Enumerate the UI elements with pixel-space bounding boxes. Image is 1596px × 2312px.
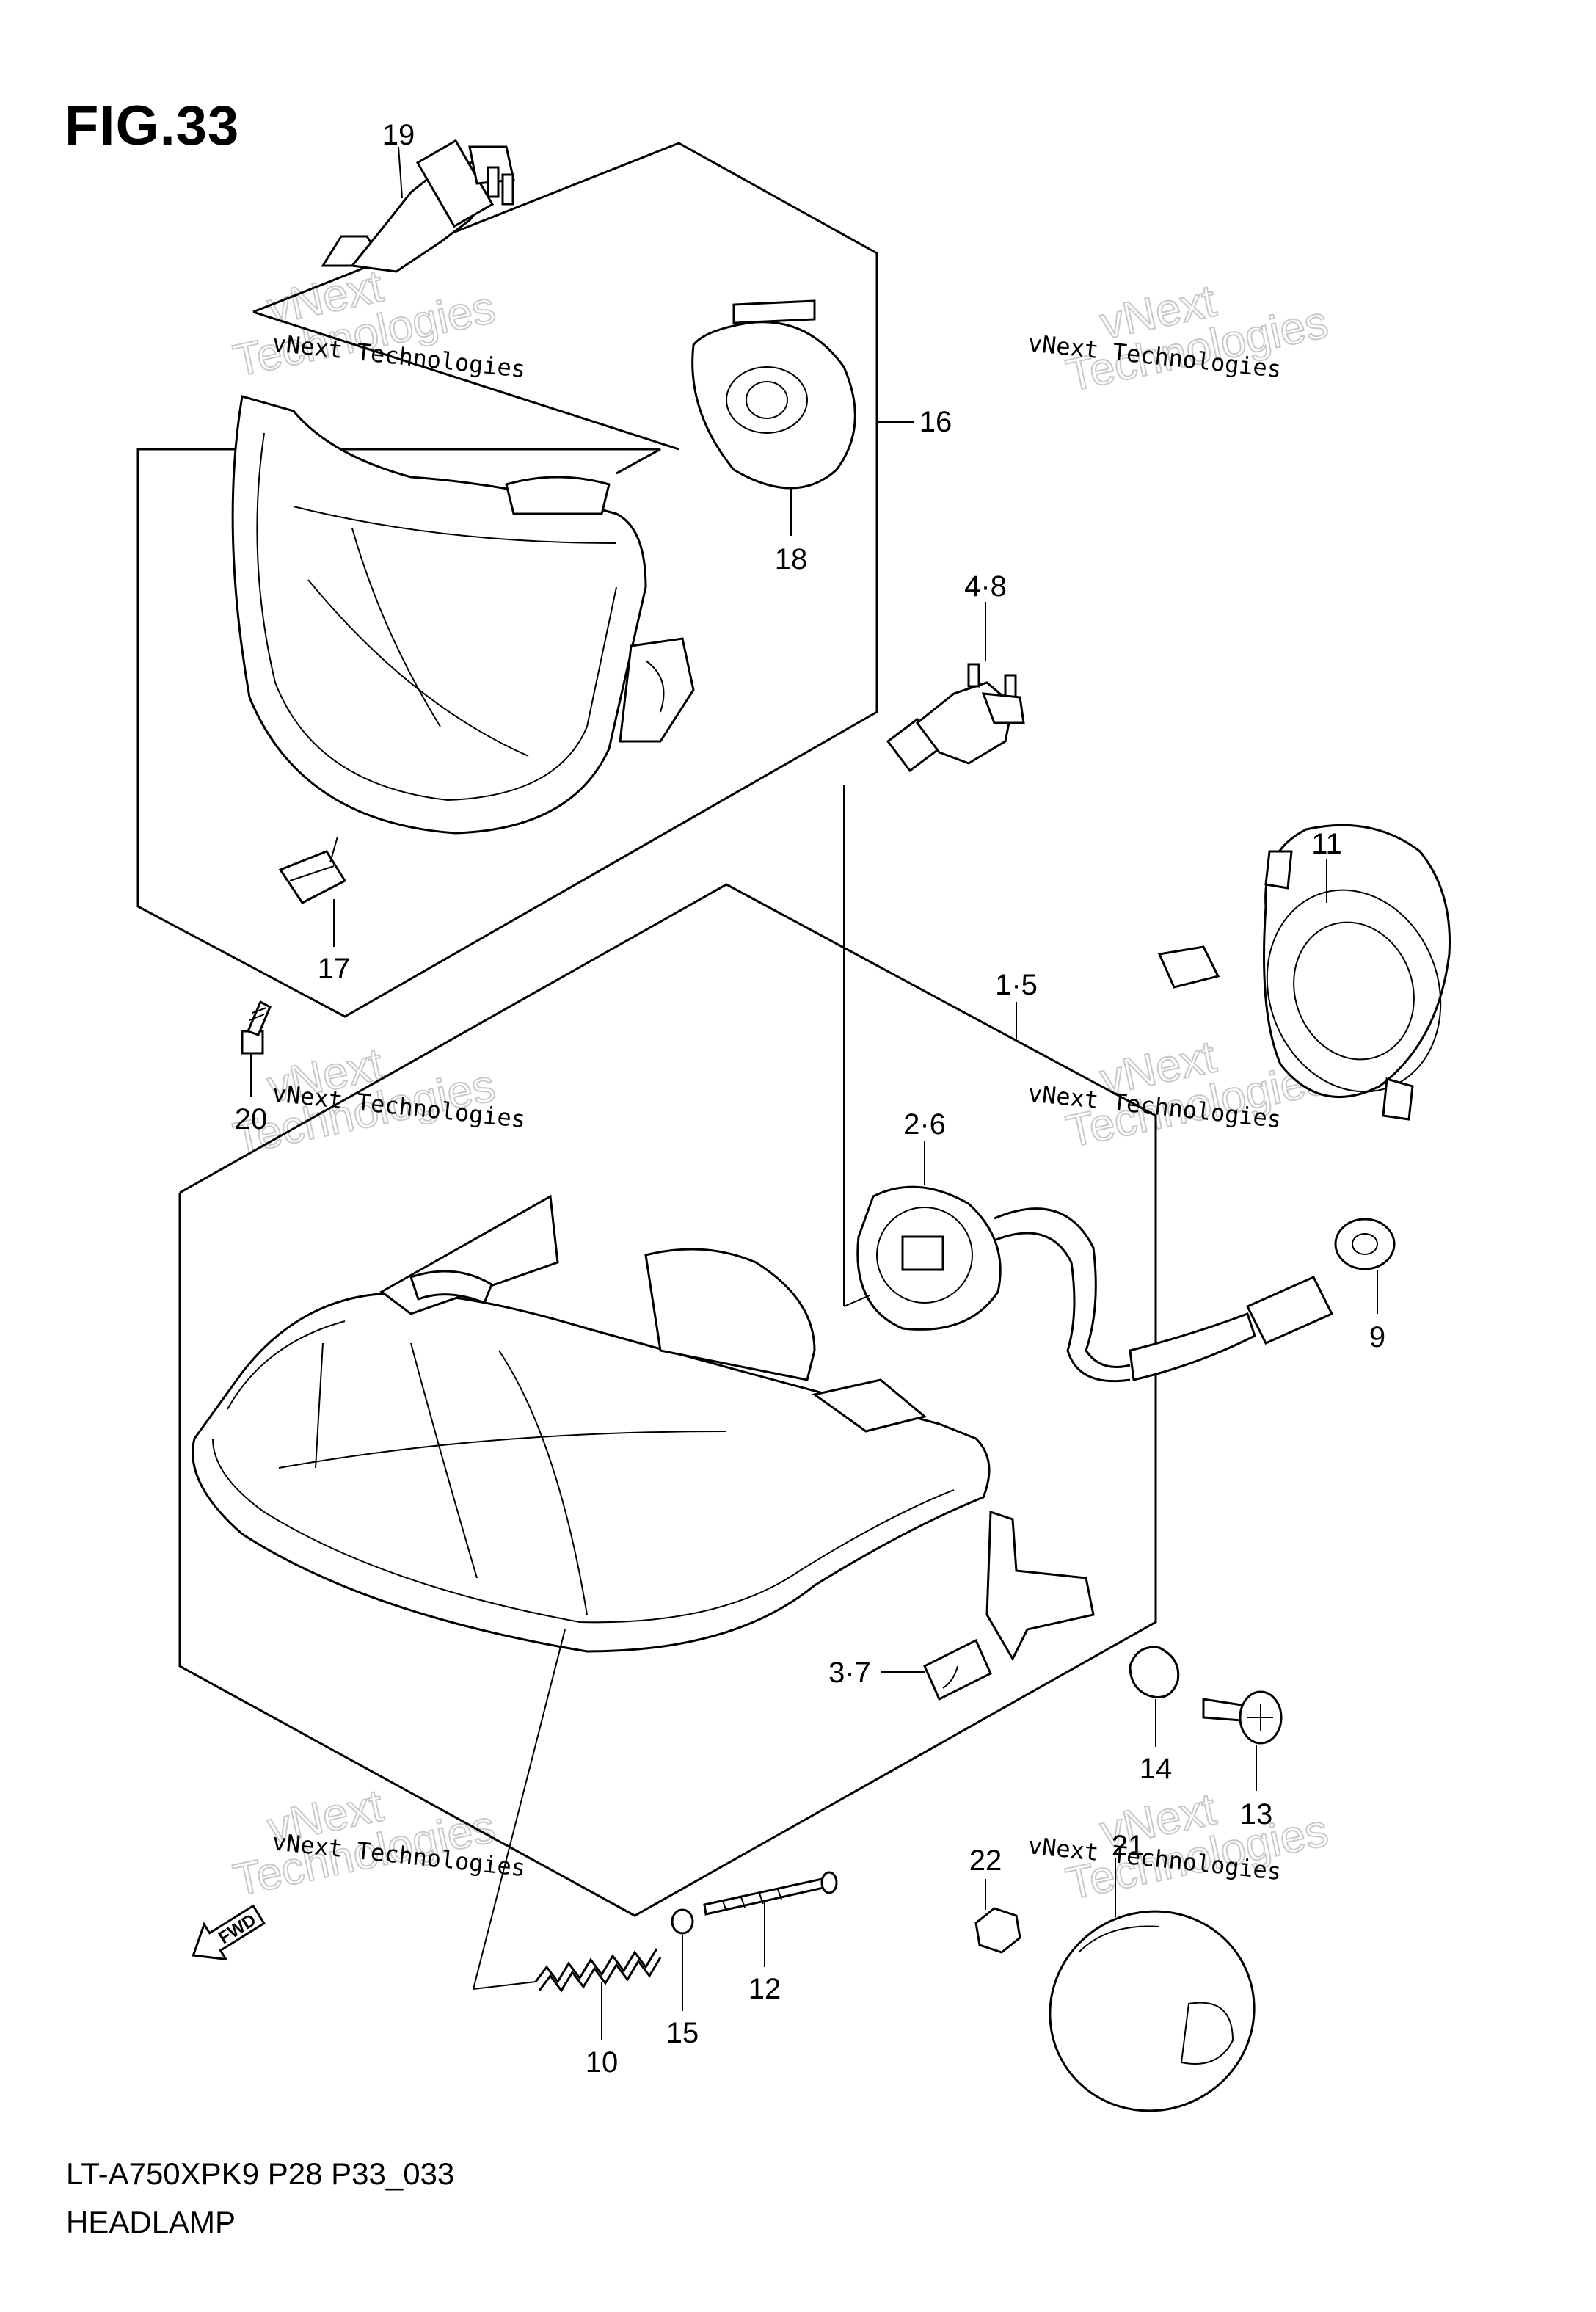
callout-14: 14 [1140,1753,1173,1785]
upper-headlamp-housing [231,395,695,835]
callout-13: 13 [1240,1798,1273,1831]
spring-part-10 [534,1948,662,1993]
ring-part-11 [1157,824,1451,1121]
callout-11: 11 [1311,828,1342,860]
callout-18: 18 [775,543,808,575]
clip-part-3-7 [923,1638,992,1701]
callout-4-8: 4·8 [964,570,1007,603]
footer-diagram-code: LT-A750XPK9 P28 P33_033 [66,2156,455,2191]
callout-21: 21 [1112,1830,1145,1862]
callout-numbers: 19 16 18 4·8 11 17 1·5 20 2·6 9 3·7 14 1… [235,119,1385,2079]
callout-10: 10 [586,2046,619,2079]
washer-part-15 [671,1908,694,1935]
reflector-part-21 [1049,1910,1256,2112]
callout-2-6: 2·6 [903,1108,946,1141]
lower-assembly-frame [178,883,1157,1917]
figure-title: FIG.33 [65,95,240,157]
callout-15: 15 [666,2017,699,2049]
cover-part-16 [691,299,856,490]
grommet-part-14 [1129,1646,1180,1698]
bolt-part-12 [703,1871,838,1916]
callout-12: 12 [748,1973,781,2005]
bulb-part-4-8 [886,663,1025,773]
callout-20: 20 [235,1103,268,1135]
watermark-5: vNext Technologies [228,1779,500,1907]
fwd-arrow-icon: FWD [192,1904,266,1961]
callout-16: 16 [919,406,952,438]
callout-1-5: 1·5 [995,969,1038,1001]
upper-assembly-frame [136,142,878,1018]
socket-part-2-6 [856,1185,1396,1383]
nut-part-22 [974,1907,1021,1954]
lower-headlamp-housing [192,1194,1095,1662]
leader-lines [250,146,1378,2040]
bulb-part-19 [321,139,515,273]
screw-part-20 [241,1000,272,1055]
callout-3-7: 3·7 [828,1657,871,1689]
clip-part-17 [278,836,347,904]
callout-17: 17 [318,953,351,985]
watermark-6: vNext Technologies [1061,1783,1333,1911]
footer-section-name: HEADLAMP [66,2205,236,2239]
callout-22: 22 [969,1844,1002,1877]
callout-9: 9 [1369,1321,1385,1353]
screw-part-13 [1202,1690,1283,1745]
watermark-2: vNext Technologies [1061,275,1333,402]
callout-19: 19 [382,119,415,151]
